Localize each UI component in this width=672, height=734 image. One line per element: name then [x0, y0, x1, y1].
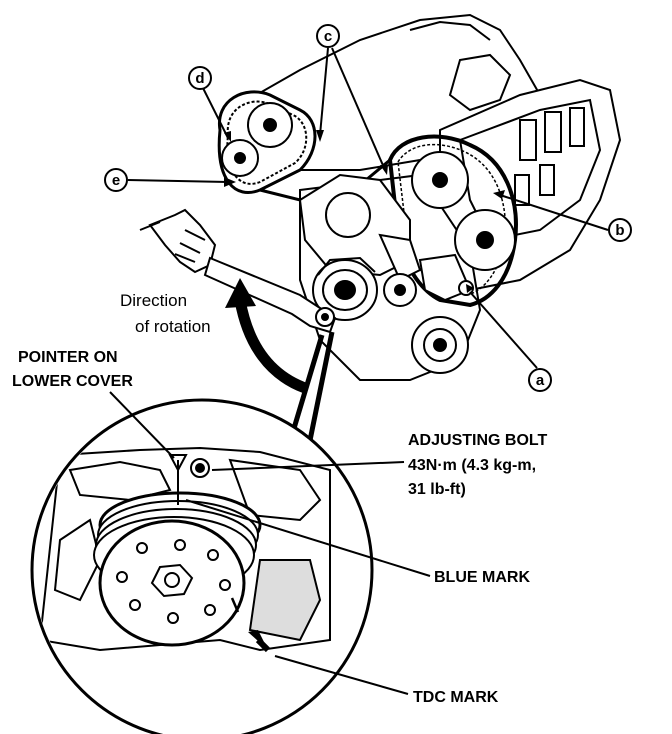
- adjusting-bolt-label-line2: 43N·m (4.3 kg-m,: [408, 457, 536, 474]
- callout-a: a: [528, 368, 552, 392]
- tdc-mark-label: TDC MARK: [413, 689, 499, 706]
- svg-text:c: c: [324, 28, 332, 45]
- callout-d: d: [188, 66, 212, 90]
- callout-c: c: [316, 24, 340, 48]
- crankshaft-pulley: [312, 256, 469, 374]
- direction-label-line2: of rotation: [135, 317, 211, 336]
- wrench-and-hand: [139, 208, 337, 334]
- callout-arrowheads: [224, 130, 505, 293]
- timing-cover: [298, 173, 474, 302]
- pointer-label-line1: POINTER ON: [18, 349, 118, 366]
- adjusting-bolt-label-line1: ADJUSTING BOLT: [408, 432, 547, 449]
- front-cam-pulleys: [411, 151, 516, 271]
- direction-label-line1: Direction: [120, 291, 187, 310]
- svg-text:a: a: [536, 372, 545, 389]
- adjusting-bolt-label-line3: 31 lb-ft): [408, 481, 466, 498]
- rotation-arrow-icon: [225, 278, 308, 394]
- pointer-label-line2: LOWER COVER: [12, 373, 133, 390]
- svg-text:d: d: [195, 70, 204, 87]
- detail-inset: [30, 398, 374, 734]
- pointer-leader: [109, 391, 175, 459]
- rear-cam-pulleys: [217, 90, 317, 194]
- svg-text:b: b: [615, 222, 624, 239]
- tdc-mark-leader: [274, 655, 409, 695]
- callout-b: b: [608, 218, 632, 242]
- blue-mark-label: BLUE MARK: [434, 569, 530, 586]
- callout-leaders: [127, 47, 609, 369]
- adjusting-bolt-leader: [211, 461, 405, 471]
- blue-mark-leader: [185, 499, 431, 577]
- callout-e: e: [104, 168, 128, 192]
- svg-text:e: e: [112, 172, 120, 189]
